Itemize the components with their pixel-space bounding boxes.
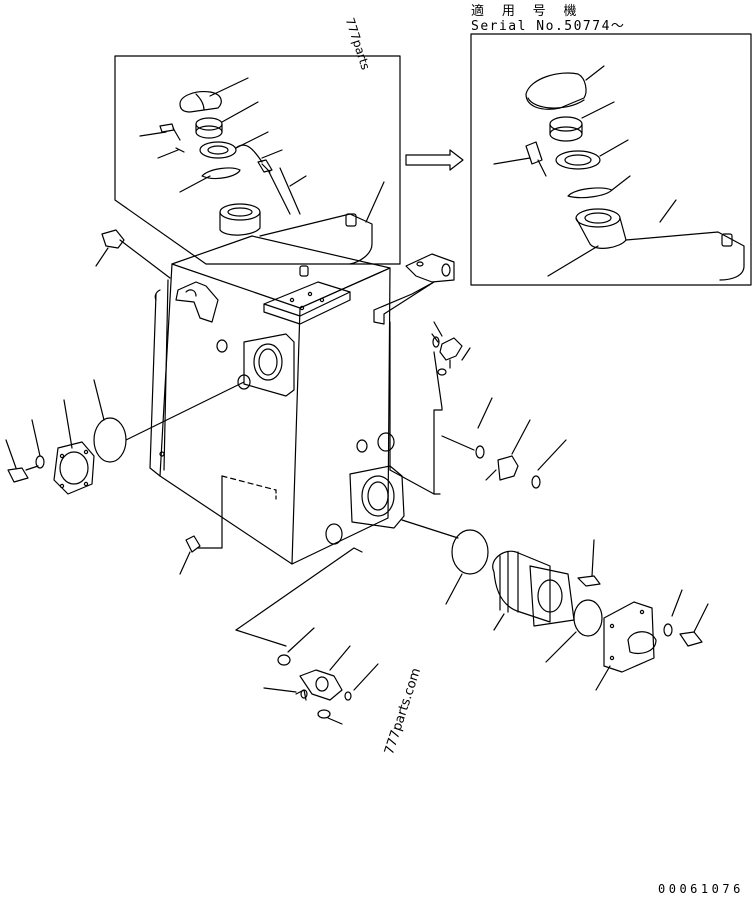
transition-arrow: [405, 149, 464, 171]
right-external-parts: [373, 253, 709, 691]
right-inset-parts: [493, 65, 745, 281]
lower-fitting-assembly: [235, 547, 379, 725]
left-inset-frame: [114, 55, 401, 265]
applicable-models-label: 適 用 号 機: [471, 4, 582, 19]
left-external-parts: [5, 229, 245, 575]
left-inset-parts: [139, 77, 385, 265]
right-inset-frame: [470, 33, 752, 286]
serial-number-label: Serial No.50774～: [471, 19, 626, 34]
tank-body: [149, 235, 405, 565]
drawing-number: 00061076: [658, 882, 744, 896]
